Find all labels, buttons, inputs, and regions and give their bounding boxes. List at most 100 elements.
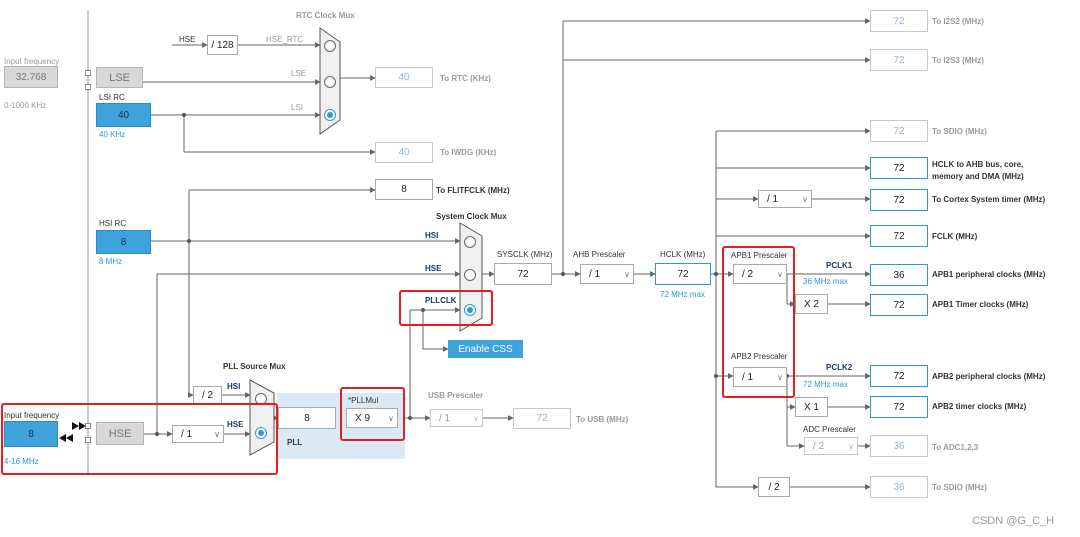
pllmul-value: X 9: [355, 412, 371, 424]
usb-prescaler-value: / 1: [439, 412, 451, 424]
to-flitfclk-label: To FLITFCLK (MHz): [436, 186, 510, 195]
hclk-bus-value: 72: [870, 157, 928, 179]
lsi-unit: 40 KHz: [99, 130, 126, 139]
chevron-down-icon: ∨: [777, 372, 783, 382]
apb1-prescaler-select[interactable]: / 2 ∨: [733, 264, 787, 284]
systick-label: To Cortex System timer (MHz): [932, 195, 1046, 204]
i2s2-label: To I2S2 (MHz): [932, 17, 984, 26]
i2s3-value: 72: [870, 49, 928, 71]
chevron-down-icon: ∨: [802, 194, 808, 204]
ahb-prescaler-label: AHB Prescaler: [573, 250, 626, 259]
systick-divider-value: / 1: [767, 193, 779, 205]
apb2-timer-multiplier: X 1: [795, 397, 828, 417]
hse-range-label: 4-16 MHz: [4, 457, 39, 466]
apb2-prescaler-label: APB2 Prescaler: [731, 352, 788, 361]
pllsrc-hsi-label: HSI: [227, 382, 241, 391]
fclk-label: FCLK (MHz): [932, 232, 978, 241]
hse-pin-bottom: [85, 437, 91, 443]
chevron-down-icon: ∨: [214, 429, 220, 439]
sdio-top-label: To SDIO (MHz): [932, 127, 987, 136]
lsi-block: 40: [96, 103, 151, 127]
sysclk-value[interactable]: 72: [494, 263, 552, 285]
adc-prescaler-label: ADC Prescaler: [803, 425, 856, 434]
hsi-title: HSI RC: [99, 219, 127, 228]
to-rtc-label: To RTC (KHz): [440, 74, 491, 83]
i2s2-value: 72: [870, 10, 928, 32]
to-iwdg-value: 40: [375, 142, 433, 163]
sysmux-pllclk-label: PLLCLK: [425, 296, 457, 305]
highlight-pllmul: [340, 387, 405, 441]
apb1-timer-label: APB1 Timer clocks (MHz): [932, 300, 1029, 309]
hse-prediv-select[interactable]: / 1 ∨: [172, 425, 224, 443]
pll-label: PLL: [287, 438, 303, 447]
chevron-down-icon: ∨: [777, 269, 783, 279]
pll-source-mux-title: PLL Source Mux: [223, 362, 286, 371]
system-clock-mux-title: System Clock Mux: [436, 212, 507, 221]
apb1-prescaler-value: / 2: [742, 268, 754, 280]
apb2-timer-label: APB2 timer clocks (MHz): [932, 402, 1027, 411]
rtc-div128-box: / 128: [207, 35, 238, 55]
sysmux-radio-pllclk[interactable]: [464, 304, 476, 316]
chevron-down-icon: ∨: [848, 441, 854, 451]
hse-prediv-value: / 1: [181, 428, 193, 440]
pclk1-max-label: 36 MHz max: [803, 277, 848, 286]
hse-block: HSE: [96, 422, 144, 445]
lse-pin-top: [85, 70, 91, 76]
sdio-bottom-label: To SDIO (MHz): [932, 483, 987, 492]
sdio-top-value: 72: [870, 120, 928, 142]
rtc-lse-label: LSE: [291, 69, 307, 78]
apb2-prescaler-value: / 1: [742, 371, 754, 383]
hclk-bus-label-line2: memory and DMA (MHz): [932, 172, 1024, 181]
adc-label: To ADC1,2,3: [932, 443, 979, 452]
sdio-bottom-divider: / 2: [758, 477, 790, 497]
highlight-hse-input: [1, 403, 278, 475]
apb2-timer-value: 72: [870, 396, 928, 418]
rtc-mux-title: RTC Clock Mux: [296, 11, 355, 20]
to-usb-label: To USB (MHz): [576, 415, 629, 424]
hsi-block: 8: [96, 230, 151, 254]
hse-pin-top: [85, 423, 91, 429]
to-rtc-value: 40: [375, 67, 433, 88]
hse-input-frequency-label: Input frequency: [4, 411, 60, 420]
rtc-mux-radio-hse[interactable]: [324, 40, 336, 52]
hclk-label: HCLK (MHz): [660, 250, 706, 259]
lsi-title: LSI RC: [99, 93, 125, 102]
to-usb-value: 72: [513, 408, 571, 429]
rtc-mux-radio-lsi[interactable]: [324, 109, 336, 121]
pllsrc-radio-hse[interactable]: [255, 427, 267, 439]
highlight-pllclk: [399, 290, 493, 326]
enable-css-button[interactable]: Enable CSS: [448, 340, 523, 358]
fclk-value: 72: [870, 225, 928, 247]
hclk-max-label: 72 MHz max: [660, 290, 705, 299]
apb1-prescaler-label: APB1 Prescaler: [731, 251, 788, 260]
to-iwdg-label: To IWDG (KHz): [440, 148, 497, 157]
watermark: CSDN @G_C_H: [972, 515, 1055, 527]
hse-input-frequency-field[interactable]: 8: [4, 421, 58, 447]
rtc-mux-radio-lse[interactable]: [324, 76, 336, 88]
systick-divider-select[interactable]: / 1 ∨: [758, 190, 812, 208]
ahb-prescaler-select[interactable]: / 1∨: [580, 264, 634, 284]
rtc-hse-input-label: HSE: [179, 35, 196, 44]
lse-input-frequency-label: Input frequency: [4, 57, 60, 66]
hclk-bus-label-line1: HCLK to AHB bus, core,: [932, 160, 1024, 169]
hclk-value[interactable]: 72: [655, 263, 711, 285]
sysmux-hsi-label: HSI: [425, 231, 439, 240]
sdio-bottom-value: 36: [870, 476, 928, 498]
hsi-div2-box: / 2: [193, 386, 222, 404]
apb2-prescaler-select[interactable]: / 1 ∨: [733, 367, 787, 387]
sysclk-label: SYSCLK (MHz): [497, 250, 553, 259]
pclk2-max-label: 72 MHz max: [803, 380, 848, 389]
adc-prescaler-value: / 2: [813, 440, 825, 452]
adc-prescaler-select[interactable]: / 2 ∨: [804, 437, 858, 455]
rtc-hse-rtc-label: HSE_RTC: [266, 35, 304, 44]
sysmux-radio-hsi[interactable]: [464, 236, 476, 248]
usb-prescaler-select[interactable]: / 1∨: [430, 409, 483, 427]
pllsrc-hse-label: HSE: [227, 420, 244, 429]
to-flitfclk-value: 8: [375, 179, 433, 200]
sysmux-radio-hse[interactable]: [464, 269, 476, 281]
adc-value: 36: [870, 435, 928, 457]
apb1-timer-multiplier: X 2: [795, 294, 828, 314]
pclk1-label: PCLK1: [826, 261, 853, 270]
usb-prescaler-label: USB Prescaler: [428, 391, 484, 400]
lse-input-frequency-field[interactable]: 32.768: [4, 66, 58, 88]
